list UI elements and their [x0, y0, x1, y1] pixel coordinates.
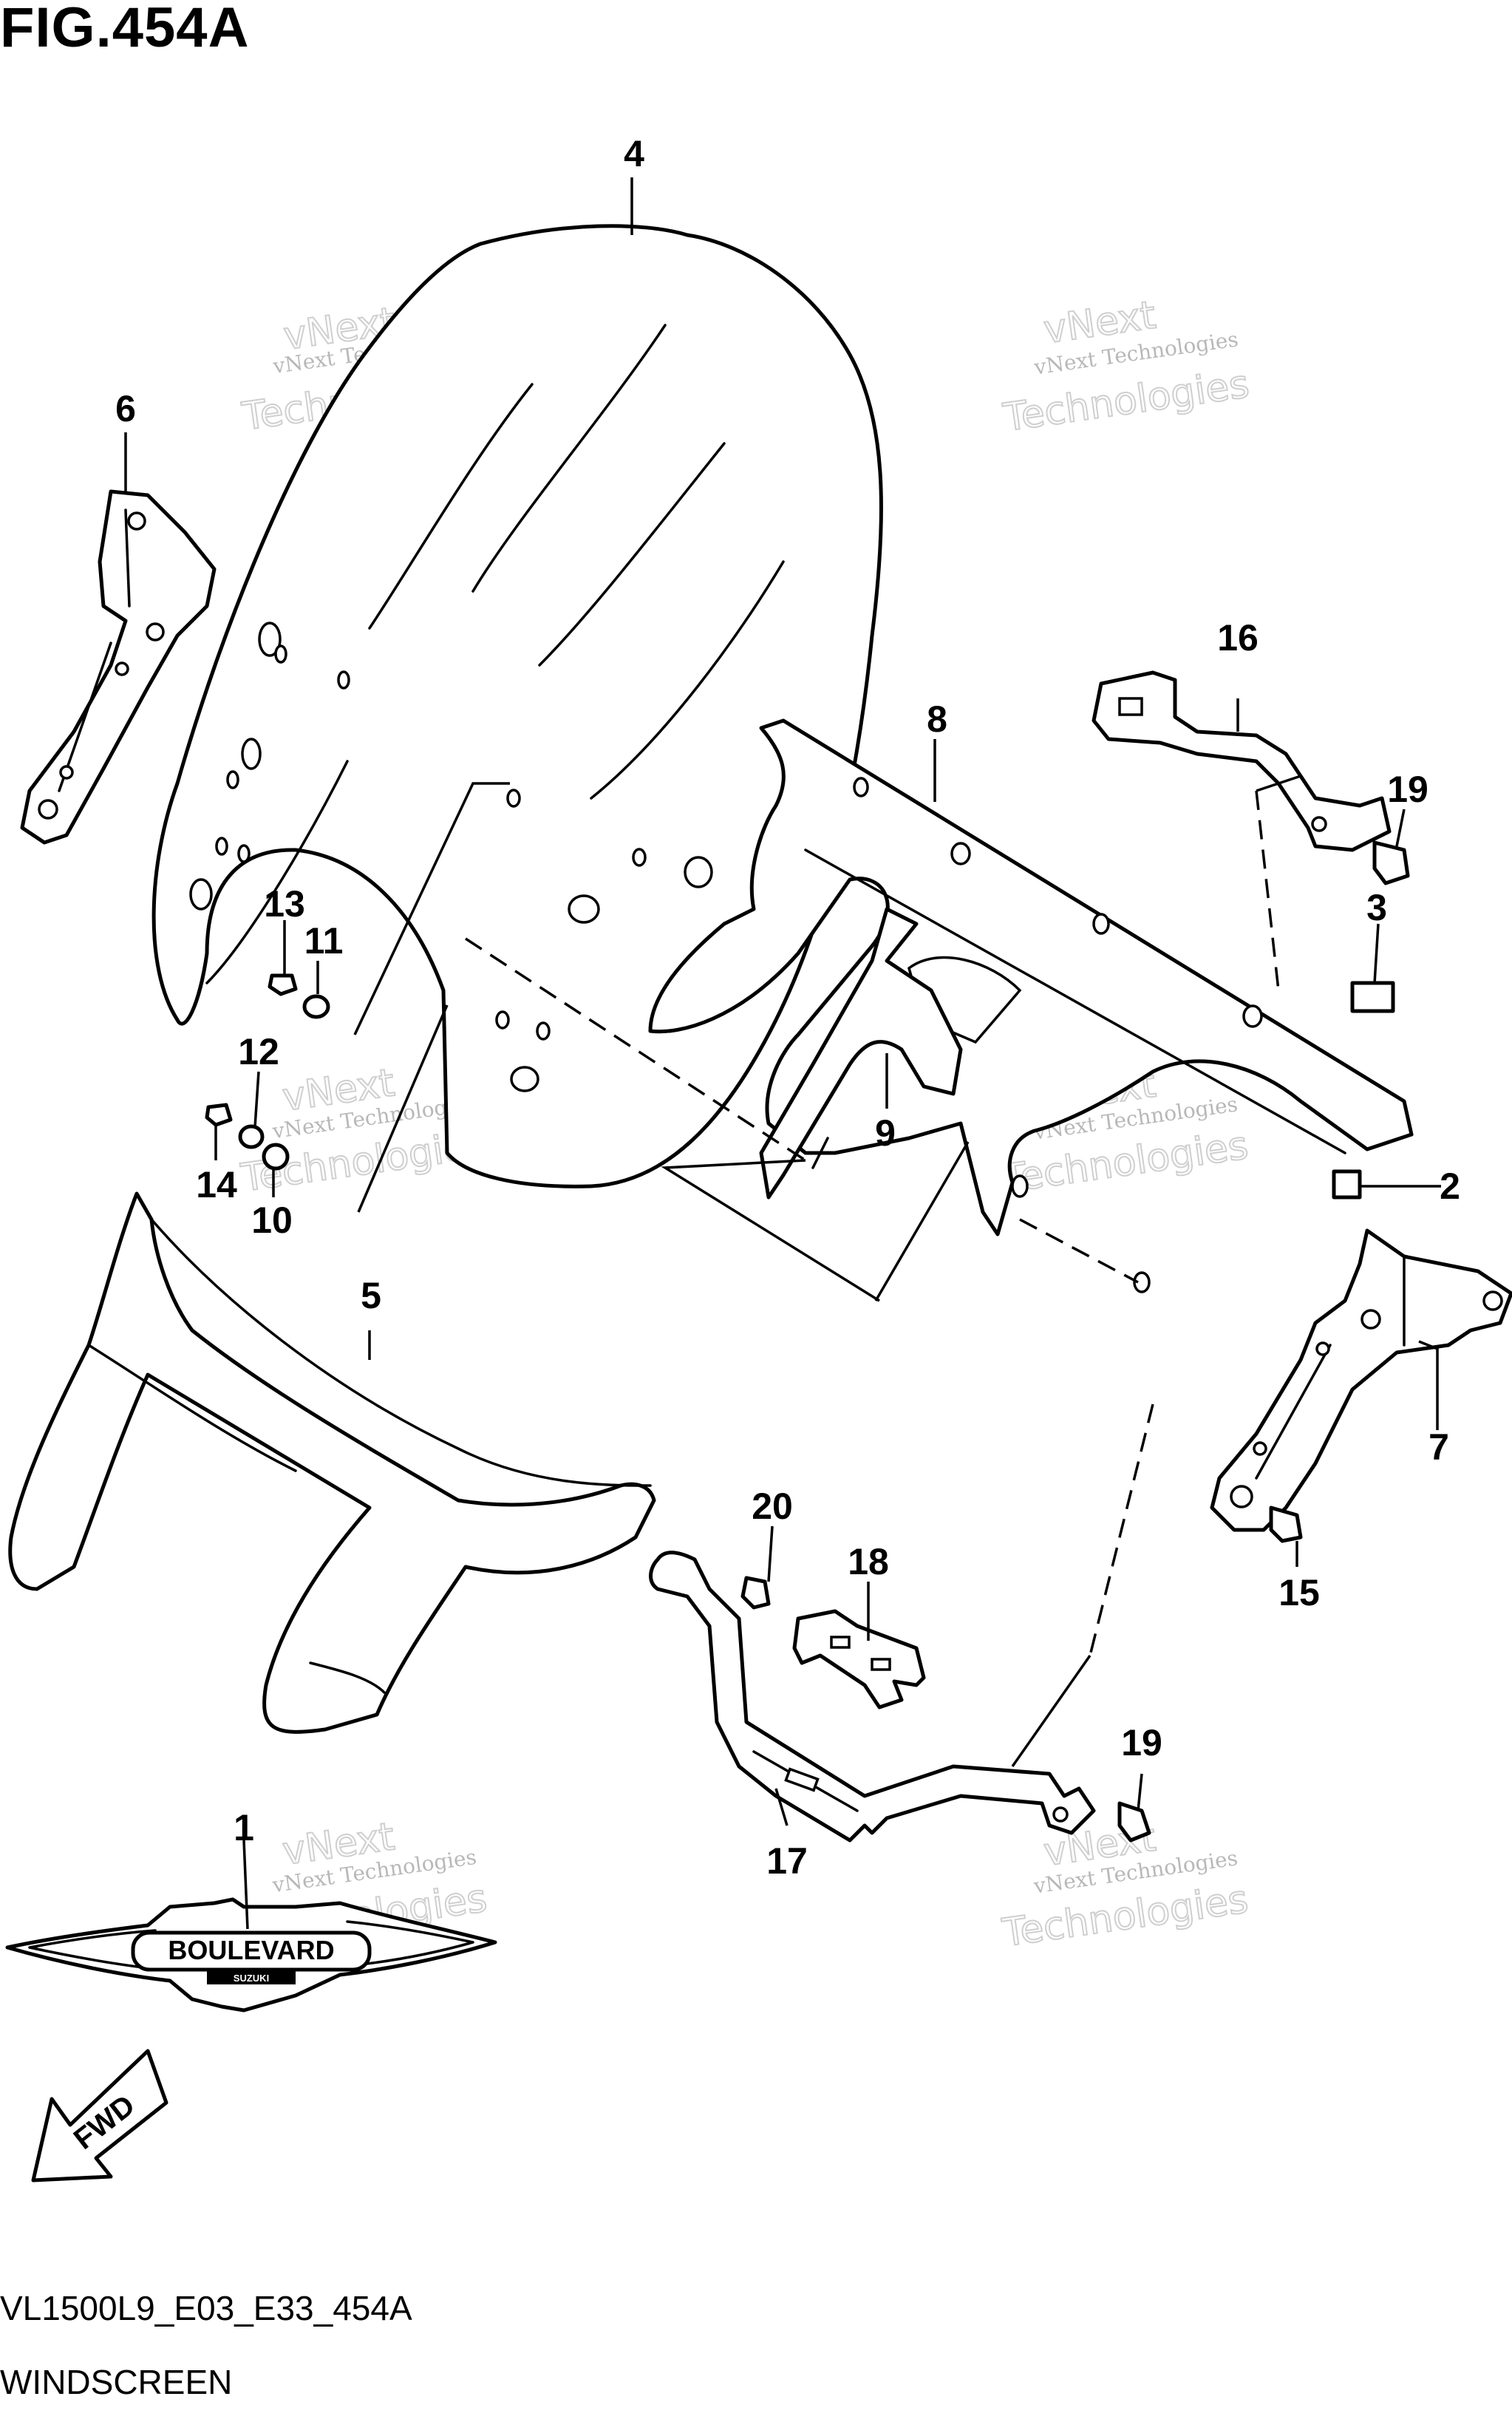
part-7-right-stay — [1210, 1228, 1512, 1532]
bracket-hole — [950, 842, 971, 865]
mount-hole — [632, 848, 647, 867]
callout-8: 8 — [927, 698, 947, 740]
brace-hole — [1052, 1806, 1069, 1823]
callout-16: 16 — [1217, 617, 1259, 659]
part-18-clamp — [792, 1609, 926, 1709]
clamp-slot — [830, 1636, 851, 1649]
mount-hole — [684, 856, 713, 888]
stay-hole — [1230, 1485, 1253, 1508]
callout-13: 13 — [264, 883, 305, 925]
mount-hole — [506, 789, 521, 808]
part-6-left-stay — [20, 489, 217, 845]
stay-hole — [1311, 816, 1327, 832]
callout-14: 14 — [196, 1164, 237, 1205]
callout-20: 20 — [752, 1486, 793, 1527]
bracket-hole — [1242, 1004, 1263, 1028]
figure-code: VL1500L9_E03_E33_454A — [0, 2289, 412, 2327]
callout-4: 4 — [624, 133, 644, 174]
callout-11: 11 — [304, 920, 344, 962]
figure-name: WINDSCREEN — [0, 2363, 233, 2401]
brace-hole — [784, 1767, 820, 1792]
part-19-bolt-top — [1372, 840, 1410, 885]
bracket-hole — [1092, 913, 1110, 935]
leader-lines — [124, 177, 1441, 1930]
stay-hole — [1118, 697, 1143, 716]
callout-17: 17 — [766, 1840, 808, 1882]
mount-hole — [189, 878, 213, 911]
callout-5: 5 — [361, 1275, 381, 1316]
stay-hole — [38, 799, 58, 820]
emblem-subplate — [207, 1971, 296, 1984]
part-11-grommet — [302, 994, 330, 1019]
bracket-hole — [1011, 1174, 1029, 1198]
part-1-emblem: BOULEVARD SUZUKI — [5, 1897, 497, 2013]
callout-7: 7 — [1428, 1426, 1449, 1468]
callout-6: 6 — [115, 388, 136, 429]
callout-15: 15 — [1278, 1572, 1320, 1613]
stay-hole — [1482, 1290, 1503, 1311]
stay-hole — [1315, 1341, 1330, 1356]
fasteners — [205, 840, 1410, 1843]
figure-title: FIG.454A — [0, 0, 250, 59]
callout-10: 10 — [251, 1200, 293, 1241]
mount-hole — [337, 670, 350, 690]
mount-hole — [258, 622, 282, 657]
callout-19-lower: 19 — [1121, 1722, 1162, 1763]
mount-hole — [241, 738, 262, 770]
emblem-plate — [131, 1930, 372, 1972]
stay-hole — [59, 765, 74, 780]
callout-3: 3 — [1366, 887, 1387, 928]
part-5-lower-cowl — [8, 1191, 656, 1734]
callout-12: 12 — [238, 1031, 279, 1072]
part-16-small-stay — [1092, 670, 1392, 852]
stay-hole — [127, 511, 146, 531]
mount-hole — [274, 644, 287, 664]
bracket-hole — [853, 777, 869, 797]
mount-hole — [495, 1010, 510, 1030]
part-13-screw — [268, 973, 298, 996]
part-12-washer — [238, 1124, 265, 1149]
emblem-subtext: SUZUKI — [234, 1973, 269, 1984]
part-9-center-stay — [759, 907, 963, 1200]
mount-hole — [226, 770, 239, 789]
part-2-cushion — [1332, 1169, 1362, 1200]
part-3-cushion — [1350, 981, 1395, 1013]
mount-hole — [237, 844, 251, 863]
callout-2: 2 — [1440, 1166, 1460, 1207]
callout-labels: 1 2 3 4 5 6 7 8 9 10 11 12 13 14 15 16 1… — [115, 133, 1460, 1882]
callout-18: 18 — [848, 1541, 889, 1582]
mount-hole — [568, 894, 600, 924]
mount-hole — [510, 1066, 539, 1092]
stay-hole — [1253, 1441, 1267, 1456]
mount-hole — [536, 1021, 551, 1041]
part-10-nut — [262, 1143, 290, 1171]
stay-hole — [1361, 1309, 1381, 1330]
stay-hole — [146, 622, 165, 642]
part-15-bolt — [1269, 1506, 1303, 1543]
bracket-hole — [1133, 1271, 1151, 1293]
stay-hole — [115, 661, 129, 676]
mount-hole — [215, 837, 228, 856]
emblem-text: BOULEVARD — [168, 1935, 334, 1965]
watermark-top-right: vNext Technologies vNext Technologies — [1000, 293, 1253, 441]
assembly-lines — [353, 775, 1301, 1768]
callout-9: 9 — [875, 1112, 896, 1154]
callout-1: 1 — [234, 1807, 254, 1848]
part-14-screw — [205, 1103, 233, 1127]
part-17-lower-brace — [649, 1551, 1096, 1843]
fwd-direction-arrow: FWD — [31, 2049, 168, 2182]
part-20-bolt — [740, 1576, 771, 1610]
clamp-slot — [871, 1658, 891, 1671]
callout-19-upper: 19 — [1387, 769, 1428, 810]
